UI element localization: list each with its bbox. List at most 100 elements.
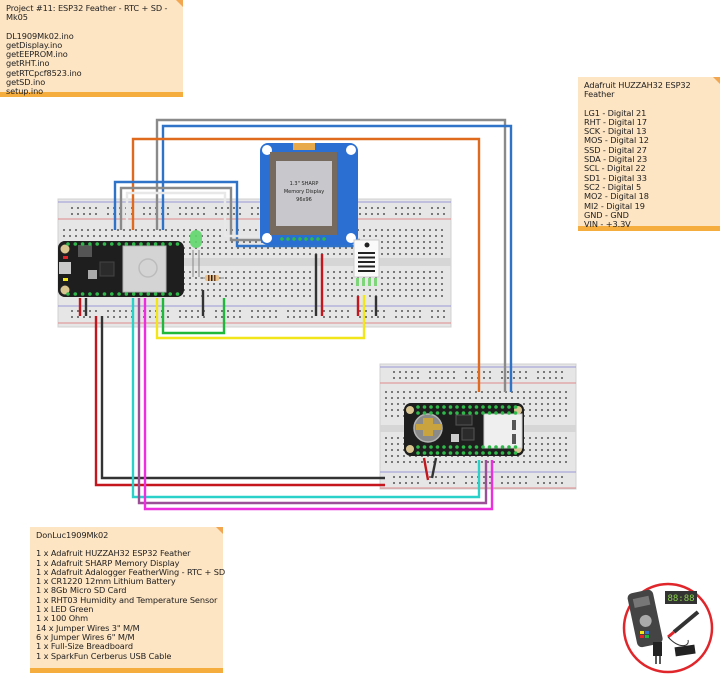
breadboard-hole [369,295,371,297]
breadboard-hole [297,283,299,285]
breadboard-hole [469,397,471,399]
breadboard-hole [291,289,293,291]
header-pin [487,445,492,449]
breadboard-hole [475,461,477,463]
breadboard-hole [423,241,425,243]
breadboard-hole [385,443,387,445]
breadboard-hole [541,409,543,411]
rail-hole [227,316,229,318]
breadboard-hole [463,391,465,393]
breadboard-hole [351,271,353,273]
rail-hole [227,310,229,312]
breadboard-hole [87,229,89,231]
wire-red-ground-link [94,316,385,487]
file-item: getDisplay.ino [6,39,63,50]
breadboard-hole [423,235,425,237]
breadboard-hole [207,295,209,297]
breadboard-hole [381,247,383,249]
rail-hole [197,207,199,209]
rail-hole [113,310,115,312]
rail-hole [197,213,199,215]
rail-hole [395,207,397,209]
rail-hole [329,310,331,312]
rail-hole [501,476,503,478]
rail-hole [513,377,515,379]
breadboard-hole [405,295,407,297]
file-item: DL1909Mk02.ino [6,30,74,41]
breadboard-hole [429,235,431,237]
breadboard-hole [565,455,567,457]
header-pin [481,411,485,415]
sensor-grille-slot [358,261,375,263]
rail-hole [179,316,181,318]
breadboard-hole [117,235,119,237]
rail-hole [149,207,151,209]
breadboard-hole [339,295,341,297]
rail-hole [203,316,205,318]
rail-hole [167,310,169,312]
breadboard-hole [327,271,329,273]
breadboard-hole [405,229,407,231]
breadboard-hole [439,391,441,393]
rail-hole [429,482,431,484]
breadboard-hole [207,229,209,231]
breadboard-hole [339,289,341,291]
breadboard-hole [195,271,197,273]
breadboard-hole [303,271,305,273]
rail-hole [401,316,403,318]
breadboard-hole [481,391,483,393]
rail-hole [519,371,521,373]
breadboard-hole [417,289,419,291]
breadboard-hole [423,271,425,273]
breadboard-hole [207,271,209,273]
breadboard-hole [397,397,399,399]
breadboard-hole [547,449,549,451]
wire-black-ground-link [100,316,385,480]
rail-hole [417,476,419,478]
breadboard-hole [219,283,221,285]
rail-hole [215,207,217,209]
rail-hole [377,207,379,209]
header-pin [102,292,107,296]
rail-hole [221,213,223,215]
breadboard-hole [441,235,443,237]
rail-hole [483,476,485,478]
header-pin [80,292,85,296]
breadboard-hole [451,397,453,399]
breadboard-hole [315,247,317,249]
rail-hole [179,310,181,312]
breadboard-hole [147,235,149,237]
breadboard-hole [225,271,227,273]
header-pin [448,445,453,449]
breadboard-hole [291,277,293,279]
breadboard-hole [399,247,401,249]
rail-hole [251,316,253,318]
breadboard-hole [393,229,395,231]
breadboard-hole [487,461,489,463]
breadboard-hole [427,397,429,399]
rail-hole [483,377,485,379]
breadboard-hole [243,277,245,279]
breadboard-hole [129,229,131,231]
rail-hole [185,310,187,312]
breadboard-hole [399,277,401,279]
rail-hole [365,207,367,209]
breadboard-hole [369,235,371,237]
breadboard-hole [411,295,413,297]
breadboard-hole [393,235,395,237]
breadboard-hole [505,461,507,463]
breadboard-hole [333,295,335,297]
breadboard-hole [559,403,561,405]
header-pin [461,445,466,449]
breadboard-hole [267,277,269,279]
breadboard-hole [213,295,215,297]
rail-hole [447,482,449,484]
rail-hole [419,310,421,312]
file-item: getRHT.ino [6,58,50,69]
breadboard-hole [381,289,383,291]
breadboard-hole [297,277,299,279]
breadboard-hole [397,403,399,405]
header-pin [468,411,472,415]
breadboard-hole [559,437,561,439]
rail-hole [453,377,455,379]
